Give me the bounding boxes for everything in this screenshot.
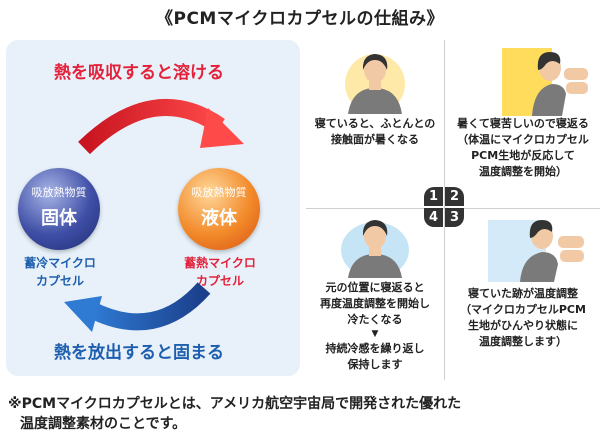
heat-capsule-line: 蓄熱マイクロ bbox=[184, 256, 256, 270]
quadrant-divider-vertical bbox=[444, 40, 445, 380]
quadrant-4-line: 再度温度調整を開始し bbox=[320, 296, 430, 310]
heat-release-arrowhead bbox=[64, 296, 102, 332]
step-number-2: 2 bbox=[445, 187, 464, 206]
footnote-line: 温度調整素材のことです。 bbox=[20, 416, 187, 433]
solid-circle-sub: 吸放熱物質 bbox=[31, 186, 87, 199]
quadrant-2-text: 暑くて寝苦しいので寝返る （体温にマイクロカプセル PCM生地が反応して 温度調… bbox=[446, 116, 600, 180]
quadrant-4-line: 保持します bbox=[347, 357, 403, 371]
solid-circle-main: 固体 bbox=[41, 208, 77, 229]
cold-capsule-line: 蓄冷マイクロ bbox=[24, 256, 96, 270]
solid-state-circle: 吸放熱物質 固体 bbox=[18, 168, 100, 250]
sleep-quadrants: 寝ていると、ふとんとの 接触面が暑くなる 暑くて寝苦しいので寝返る （体温にマイ… bbox=[306, 40, 600, 380]
quadrant-3-line: 寝ていた跡が温度調整 bbox=[468, 287, 578, 300]
quadrant-4-text: 元の位置に寝返ると 再度温度調整を開始し 冷たくなる ▼ 持続冷感を繰り返し 保… bbox=[306, 280, 444, 373]
quadrant-3-line: 温度調整します） bbox=[479, 334, 567, 348]
step-number-4: 4 bbox=[424, 208, 443, 227]
footnote-line: ※PCMマイクロカプセルとは、アメリカ航空宇宙局で開発された優れた bbox=[8, 396, 462, 412]
step-number-3: 3 bbox=[445, 208, 464, 227]
down-triangle-icon: ▼ bbox=[371, 328, 379, 339]
heat-capsule-label: 蓄熱マイクロ カプセル bbox=[174, 254, 266, 290]
quadrant-2-line: PCM生地が反応して bbox=[471, 148, 575, 162]
quadrant-3-text: 寝ていた跡が温度調整 （マイクロカプセルPCM 生地がひんやり状態に 温度調整し… bbox=[446, 286, 600, 350]
heat-absorb-arrow bbox=[78, 98, 225, 155]
cooled-trace-person-figure bbox=[488, 220, 584, 282]
quadrant-4-line: 冷たくなる bbox=[347, 312, 403, 326]
heat-release-arrow bbox=[88, 282, 211, 331]
turning-person-figure bbox=[502, 48, 588, 116]
liquid-circle-main: 液体 bbox=[201, 208, 237, 229]
diagram-title: 《PCMマイクロカプセルの仕組み》 bbox=[155, 9, 444, 29]
cycle-panel: 熱を吸収すると溶ける 吸放熱物質 固体 吸放熱物質 液体 蓄冷マイクロ カプセル… bbox=[6, 40, 300, 376]
step-number-1: 1 bbox=[424, 187, 443, 206]
quadrant-4-line: 持続冷感を繰り返し bbox=[325, 341, 425, 355]
quadrant-2-line: （体温にマイクロカプセル bbox=[457, 132, 589, 146]
cold-capsule-label: 蓄冷マイクロ カプセル bbox=[14, 254, 106, 290]
quadrant-4-line: 元の位置に寝返ると bbox=[325, 281, 425, 294]
sleeping-person-cool-figure bbox=[341, 220, 409, 278]
quadrant-2-line: 温度調整を開始） bbox=[479, 164, 567, 178]
heat-absorb-arrowhead bbox=[200, 108, 244, 148]
step-number-badge: 1 2 4 3 bbox=[424, 187, 466, 229]
quadrant-3-line: 生地がひんやり状態に bbox=[468, 318, 578, 332]
cycle-arrows bbox=[64, 98, 244, 332]
sleeping-person-warm-figure bbox=[345, 54, 405, 114]
liquid-circle-sub: 吸放熱物質 bbox=[191, 186, 247, 199]
liquid-state-circle: 吸放熱物質 液体 bbox=[178, 168, 260, 250]
quadrant-3-line: （マイクロカプセルPCM bbox=[460, 302, 586, 316]
heat-capsule-line: カプセル bbox=[195, 274, 244, 288]
quadrant-2-line: 暑くて寝苦しいので寝返る bbox=[457, 117, 589, 130]
footnote: ※PCMマイクロカプセルとは、アメリカ航空宇宙局で開発された優れた 温度調整素材… bbox=[8, 394, 596, 435]
quadrant-1-text: 寝ていると、ふとんとの 接触面が暑くなる bbox=[306, 116, 444, 148]
quadrant-1-line: 寝ていると、ふとんとの bbox=[314, 117, 436, 130]
cold-capsule-line: カプセル bbox=[35, 274, 84, 288]
melt-label: 熱を吸収すると溶ける bbox=[54, 63, 224, 83]
solidify-label: 熱を放出すると固まる bbox=[54, 343, 224, 363]
quadrant-1-line: 接触面が暑くなる bbox=[331, 132, 419, 146]
